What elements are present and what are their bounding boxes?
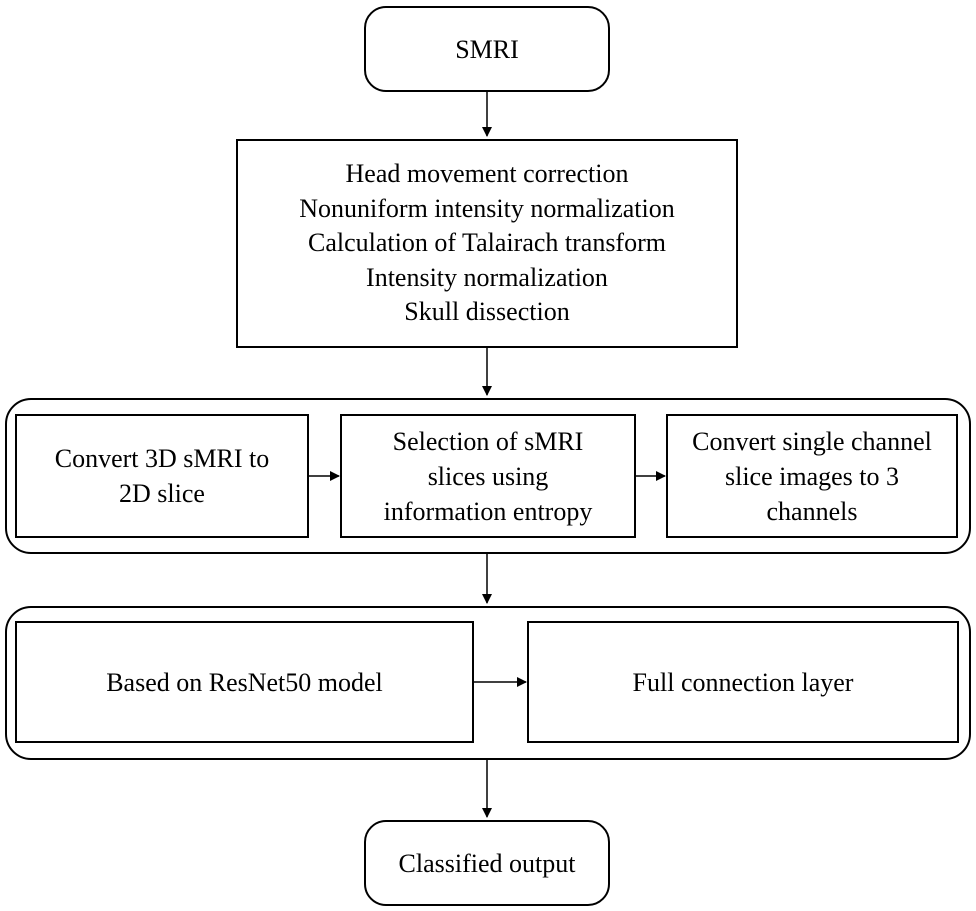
preprocessing-step: Skull dissection	[404, 297, 570, 327]
channel-conversion-label: Convert single channel slice images to 3…	[692, 426, 932, 526]
smri-node: SMRI	[364, 6, 610, 92]
slice-stage-group	[5, 398, 971, 554]
resnet50-label: Based on ResNet50 model	[106, 667, 383, 697]
preprocessing-step: Calculation of Talairach transform	[308, 228, 666, 258]
smri-node-label: SMRI	[455, 34, 519, 64]
convert-3d-to-2d-label: Convert 3D sMRI to 2D slice	[54, 444, 270, 508]
preprocessing-steps-list: Head movement correction Nonuniform inte…	[299, 157, 675, 330]
fc-layer-box: Full connection layer	[527, 621, 959, 743]
preprocessing-step: Nonuniform intensity normalization	[299, 193, 675, 223]
fc-layer-label: Full connection layer	[632, 667, 854, 697]
channel-conversion-box: Convert single channel slice images to 3…	[666, 414, 958, 538]
slice-selection-label: Selection of sMRI slices using informati…	[383, 426, 593, 526]
classified-output-label: Classified output	[398, 848, 576, 878]
preprocessing-step: Head movement correction	[345, 159, 629, 189]
slice-selection-box: Selection of sMRI slices using informati…	[340, 414, 636, 538]
preprocessing-step: Intensity normalization	[366, 262, 608, 292]
classified-output-node: Classified output	[364, 820, 610, 906]
preprocessing-box: Head movement correction Nonuniform inte…	[236, 139, 738, 348]
model-stage-group	[5, 606, 971, 760]
resnet50-box: Based on ResNet50 model	[15, 621, 474, 743]
convert-3d-to-2d-box: Convert 3D sMRI to 2D slice	[15, 414, 309, 538]
